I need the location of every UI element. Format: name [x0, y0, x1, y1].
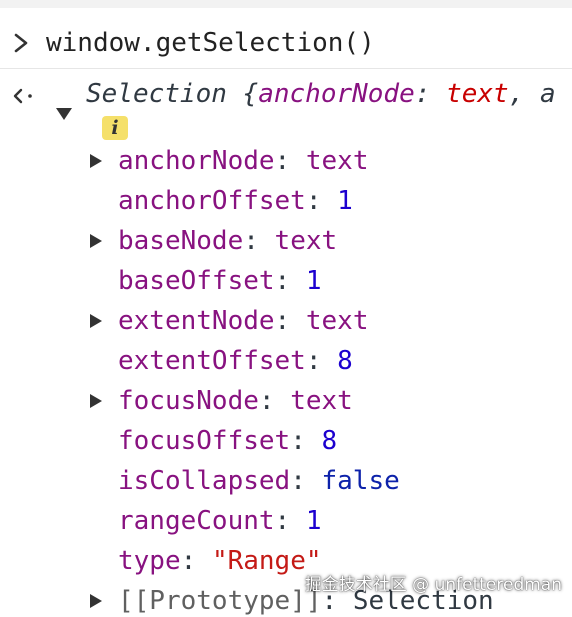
property-row[interactable]: baseNode: text: [90, 225, 338, 257]
summary-preview-value: text: [446, 79, 509, 109]
property-row: type: "Range": [118, 545, 322, 577]
property-row[interactable]: extentNode: text: [90, 305, 369, 337]
console-output-row: Selection {anchorNode: text, a i anchorN…: [0, 68, 572, 616]
property-key: extentNode: [118, 306, 275, 336]
property-colon: :: [258, 386, 291, 416]
property-key: [[Prototype]]: [118, 586, 322, 616]
property-value: 1: [305, 506, 322, 536]
property-key: type: [118, 546, 181, 576]
property-value: text: [305, 306, 369, 336]
chevron-right-icon: [14, 33, 28, 53]
property-row: rangeCount: 1: [118, 505, 322, 537]
triangle-right-icon[interactable]: [90, 154, 102, 168]
property-colon: :: [305, 186, 338, 216]
triangle-right-icon[interactable]: [90, 234, 102, 248]
property-row[interactable]: focusNode: text: [90, 385, 353, 417]
property-key: extentOffset: [118, 346, 306, 376]
property-colon: :: [274, 146, 306, 176]
property-row[interactable]: anchorNode: text: [90, 145, 369, 177]
property-key: focusOffset: [118, 426, 291, 456]
property-colon: :: [274, 506, 306, 536]
property-row: anchorOffset: 1: [118, 185, 353, 217]
property-colon: :: [274, 306, 306, 336]
property-colon: :: [180, 546, 212, 576]
triangle-right-icon[interactable]: [90, 394, 102, 408]
property-key: isCollapsed: [118, 466, 291, 496]
console-command[interactable]: window.getSelection(): [46, 28, 375, 58]
object-name: Selection: [86, 79, 227, 109]
property-row: isCollapsed: false: [118, 465, 400, 497]
property-colon: :: [243, 226, 275, 256]
watermark: 掘金技术社区 @ unfetteredman: [304, 575, 562, 595]
property-value: text: [305, 146, 369, 176]
property-value: "Range": [211, 546, 322, 576]
property-value: 1: [305, 266, 322, 296]
property-key: anchorNode: [118, 146, 275, 176]
property-value: 8: [321, 426, 338, 456]
summary-preview-key: anchorNode: [258, 79, 415, 109]
property-colon: :: [290, 466, 322, 496]
property-key: baseOffset: [118, 266, 275, 296]
property-value: 8: [337, 346, 353, 376]
object-summary[interactable]: Selection {anchorNode: text, a: [86, 78, 556, 110]
property-key: anchorOffset: [118, 186, 306, 216]
property-colon: :: [305, 346, 338, 376]
property-row: baseOffset: 1: [118, 265, 322, 297]
property-colon: :: [274, 266, 306, 296]
top-edge-bar: [0, 0, 572, 8]
info-icon[interactable]: i: [102, 116, 128, 140]
property-key: baseNode: [118, 226, 244, 256]
property-colon: :: [290, 426, 322, 456]
summary-colon: :: [414, 79, 447, 109]
property-value: 1: [337, 186, 353, 216]
property-row: focusOffset: 8: [118, 425, 337, 457]
property-key: rangeCount: [118, 506, 275, 536]
summary-open-brace: {: [242, 79, 259, 109]
return-arrow-icon: [13, 88, 32, 104]
summary-preview-tail: , a: [508, 79, 556, 109]
property-value: false: [321, 466, 400, 496]
property-value: text: [274, 226, 338, 256]
property-value: text: [290, 386, 353, 416]
property-key: focusNode: [118, 386, 259, 416]
property-row: extentOffset: 8: [118, 345, 353, 377]
console-input-row: window.getSelection(): [0, 18, 572, 69]
triangle-right-icon[interactable]: [90, 314, 102, 328]
triangle-down-icon[interactable]: [54, 106, 74, 122]
triangle-right-icon[interactable]: [90, 594, 102, 608]
